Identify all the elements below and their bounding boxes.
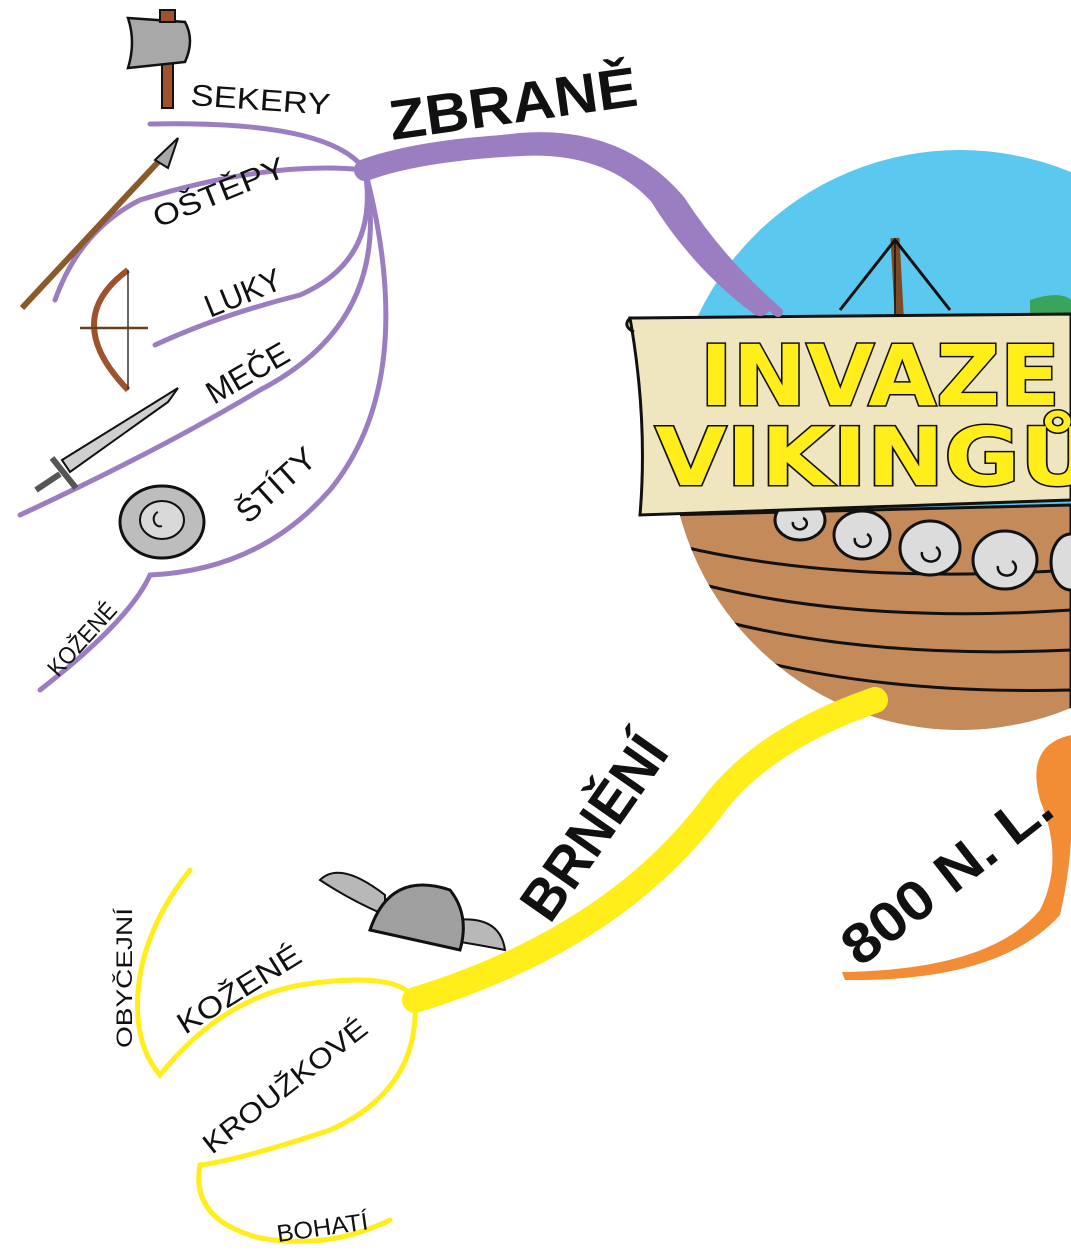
armor-item-ordinary: OBYČEJNÍ <box>112 907 137 1048</box>
axe-icon <box>126 9 192 109</box>
weapons-item-leather: KOŽENÉ <box>42 597 122 682</box>
spear-icon <box>19 137 179 311</box>
sword-icon <box>34 387 179 493</box>
bow-icon <box>80 267 148 393</box>
armor-branch-title: BRNĚNÍ <box>507 722 682 933</box>
shield-icon <box>118 484 206 560</box>
title-line-2: VIKINGŮ <box>655 410 1071 504</box>
ship-shields <box>773 498 1071 592</box>
branch-weapons <box>17 121 783 693</box>
winged-helmet-icon <box>318 871 507 952</box>
weapons-item-bows: LUKY <box>199 261 287 324</box>
date-branch-label: 800 N. L. <box>829 774 1065 978</box>
armor-item-chainmail: KROUŽKOVÉ <box>197 1012 374 1160</box>
weapons-item-shields: ŠTÍTY <box>229 440 324 530</box>
branch-date <box>842 735 1071 981</box>
branch-armor <box>135 687 888 1244</box>
weapons-item-axes: SEKERY <box>190 79 332 122</box>
title-banner <box>628 312 1071 517</box>
title-line-1: INVAZE <box>700 327 1060 425</box>
